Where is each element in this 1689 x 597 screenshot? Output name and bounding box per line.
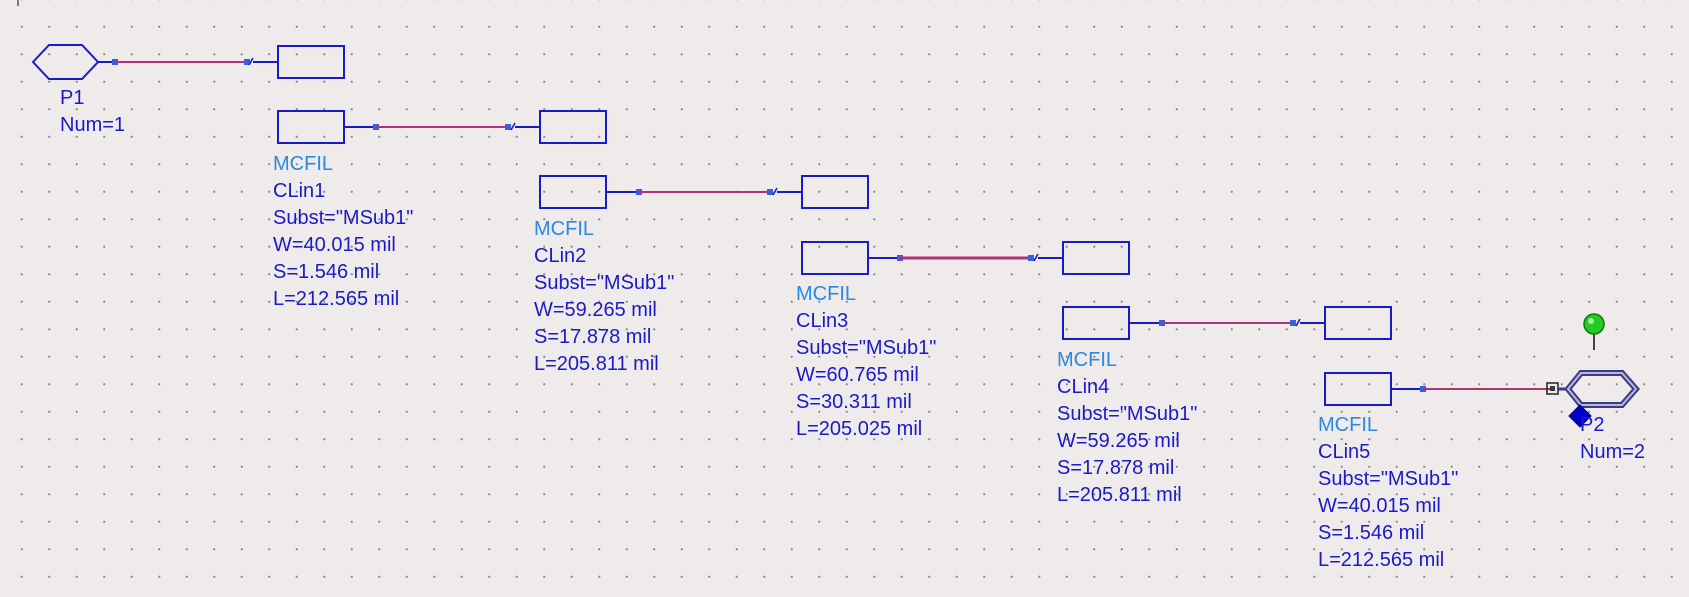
clin5-label: MCFIL CLin5 Subst="MSub1" W=40.015 mil S… xyxy=(1318,412,1458,574)
component-length: L=205.025 mil xyxy=(796,418,923,440)
component-length: L=212.565 mil xyxy=(273,288,400,310)
port-p2-num: Num=2 xyxy=(1580,441,1646,463)
component-spacing: S=30.311 mil xyxy=(796,391,912,413)
component-name: CLin3 xyxy=(796,310,849,332)
component-name: CLin4 xyxy=(1057,376,1110,398)
component-width: W=40.015 mil xyxy=(273,234,396,256)
port-p2-symbol[interactable] xyxy=(1546,370,1640,408)
component-type: MCFIL xyxy=(796,283,856,305)
component-width: W=59.265 mil xyxy=(1057,430,1180,452)
component-spacing: S=17.878 mil xyxy=(534,326,652,348)
port-p2-label: P2 Num=2 xyxy=(1580,412,1645,466)
clin5-symbol[interactable] xyxy=(1324,306,1550,406)
component-width: W=60.765 mil xyxy=(796,364,919,386)
component-spacing: S=1.546 mil xyxy=(273,261,380,283)
component-length: L=205.811 mil xyxy=(534,353,659,375)
port-p1-num: Num=1 xyxy=(60,114,126,136)
component-type: MCFIL xyxy=(1318,414,1378,436)
component-name: CLin2 xyxy=(534,245,587,267)
component-spacing: S=1.546 mil xyxy=(1318,522,1425,544)
component-subst: Subst="MSub1" xyxy=(1318,468,1459,490)
component-type: MCFIL xyxy=(534,218,594,240)
port-p1-symbol[interactable] xyxy=(31,44,118,80)
clin3-label: MCFIL CLin3 Subst="MSub1" W=60.765 mil S… xyxy=(796,281,936,443)
clin2-symbol[interactable] xyxy=(539,110,802,209)
clin3-symbol[interactable] xyxy=(801,175,1063,275)
component-name: CLin5 xyxy=(1318,441,1371,463)
component-subst: Subst="MSub1" xyxy=(796,337,937,359)
clin2-label: MCFIL CLin2 Subst="MSub1" W=59.265 mil S… xyxy=(534,216,674,378)
component-spacing: S=17.878 mil xyxy=(1057,457,1175,479)
component-type: MCFIL xyxy=(1057,349,1117,371)
port-p2-name: P2 xyxy=(1580,414,1605,436)
component-subst: Subst="MSub1" xyxy=(534,272,675,294)
clin4-symbol[interactable] xyxy=(1062,241,1325,340)
component-subst: Subst="MSub1" xyxy=(1057,403,1198,425)
component-width: W=40.015 mil xyxy=(1318,495,1441,517)
port-p1-label: P1 Num=1 xyxy=(60,85,125,139)
clin4-label: MCFIL CLin4 Subst="MSub1" W=59.265 mil S… xyxy=(1057,347,1197,509)
port-p1-name: P1 xyxy=(60,87,85,109)
component-type: MCFIL xyxy=(273,153,333,175)
ground-marker-icon[interactable] xyxy=(1583,313,1605,350)
clin1-symbol[interactable] xyxy=(115,45,540,144)
component-subst: Subst="MSub1" xyxy=(273,207,414,229)
selection-diamond-icon[interactable] xyxy=(1568,404,1592,428)
component-length: L=205.811 mil xyxy=(1057,484,1182,506)
component-name: CLin1 xyxy=(273,180,326,202)
clin1-label: MCFIL CLin1 Subst="MSub1" W=40.015 mil S… xyxy=(273,151,413,313)
component-length: L=212.565 mil xyxy=(1318,549,1445,571)
component-width: W=59.265 mil xyxy=(534,299,657,321)
